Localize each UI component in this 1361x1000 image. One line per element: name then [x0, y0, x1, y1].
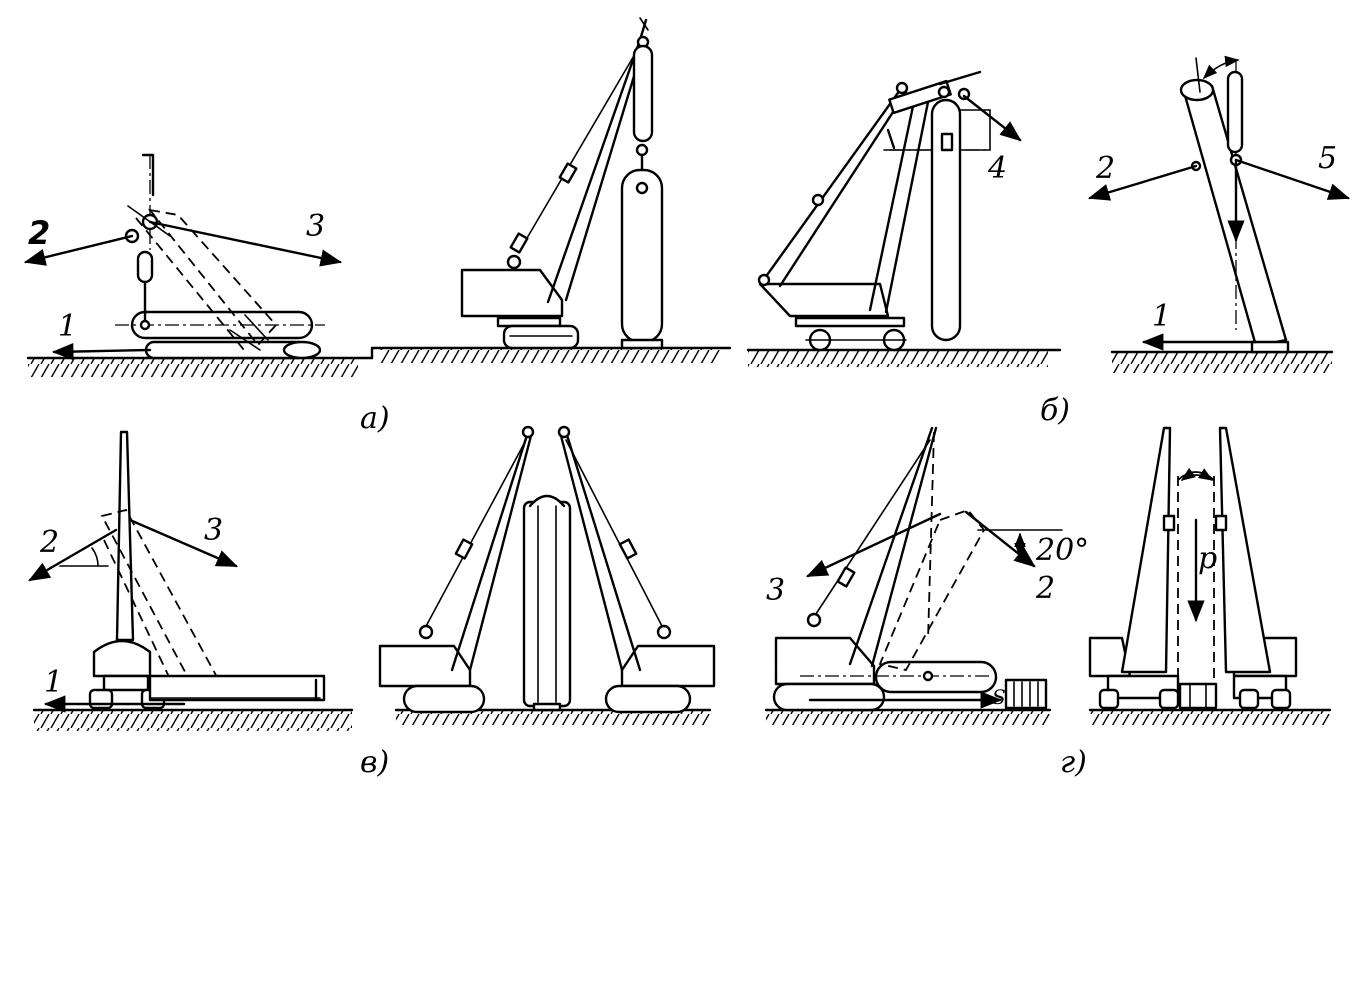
label-a-2: 2: [28, 214, 50, 252]
caption-g: г): [1060, 745, 1087, 780]
panel-v-sketch-2: [378, 425, 716, 714]
label-a-1: 1: [58, 309, 77, 344]
label-a-3: 3: [306, 209, 325, 244]
caption-b: б): [1040, 393, 1070, 428]
label-v-3: 3: [204, 513, 223, 548]
label-b-2: 2: [1095, 151, 1115, 186]
label-g-p: p: [1198, 541, 1217, 576]
caption-v: в): [360, 745, 389, 780]
label-g-3: 3: [766, 573, 785, 608]
label-g-s: S: [992, 685, 1006, 709]
label-b-4: 4: [987, 151, 1007, 186]
panel-g-sketch-1: [772, 426, 1063, 712]
panel-g-sketch-2: [1088, 426, 1298, 710]
label-v-1: 1: [44, 665, 63, 700]
panel-b-sketch-2: [1087, 55, 1351, 354]
caption-a: а): [360, 401, 390, 436]
panel-a-sketch-2: [460, 17, 664, 350]
panel-b-sketch-1: [757, 70, 1022, 352]
label-v-2: 2: [39, 525, 59, 560]
label-g-angle: 20°: [1035, 533, 1089, 568]
label-b-1: 1: [1152, 299, 1171, 334]
label-b-5: 5: [1318, 141, 1337, 176]
label-g-2: 2: [1035, 571, 1055, 606]
ground-top-left: [26, 346, 732, 377]
panel-v-sketch-1: [28, 430, 326, 713]
panel-a-sketch-1: [23, 153, 343, 361]
ground-top-right: [746, 348, 1334, 373]
ground-bottom: [32, 708, 1332, 731]
